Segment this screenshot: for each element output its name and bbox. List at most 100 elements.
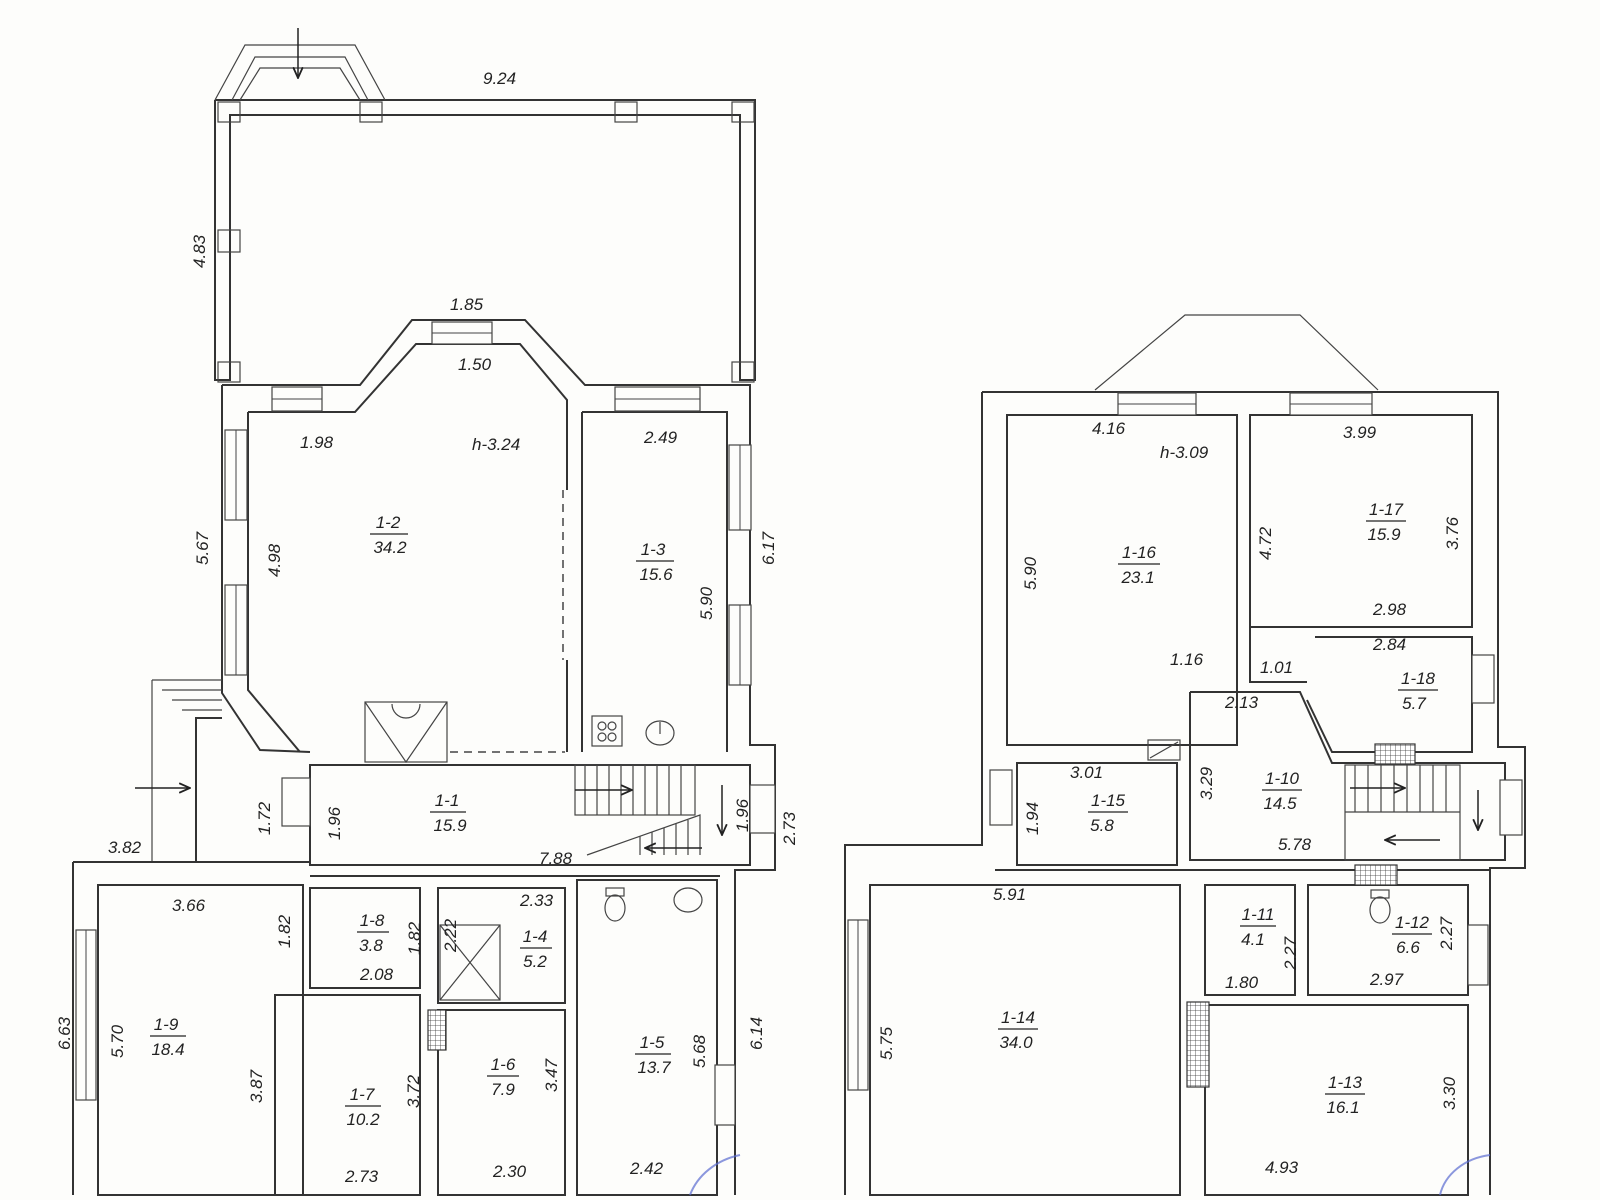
- dim-r113-height: 3.30: [1440, 1076, 1459, 1110]
- svg-text:1-5: 1-5: [640, 1033, 665, 1052]
- dim-r113-bottom: 4.93: [1265, 1158, 1299, 1177]
- dim-r115-width: 3.01: [1070, 763, 1103, 782]
- dim-porch: 3.82: [108, 838, 142, 857]
- room-1-4: 1-45.2: [520, 927, 552, 971]
- dim-r16-bottom: 2.30: [492, 1162, 527, 1181]
- svg-text:1-15: 1-15: [1091, 791, 1126, 810]
- shaft: [439, 924, 501, 1001]
- dim-r110-bottom: 5.78: [1278, 835, 1312, 854]
- dim-r112-bottom: 2.97: [1369, 970, 1404, 989]
- toilet-icon: [604, 894, 626, 922]
- dim-r17-right: 3.72: [404, 1074, 423, 1108]
- svg-text:1-12: 1-12: [1395, 913, 1430, 932]
- dim-r19-width: 3.66: [172, 896, 206, 915]
- left-windows: [75, 321, 776, 1126]
- svg-text:18.4: 18.4: [151, 1040, 184, 1059]
- dim-r117-bottom: 2.98: [1372, 600, 1407, 619]
- dim-r111-height: 2.27: [1281, 936, 1300, 971]
- dim-r13-height: 5.90: [697, 586, 716, 620]
- svg-text:34.0: 34.0: [999, 1033, 1033, 1052]
- dim-r111-bottom: 1.80: [1225, 973, 1259, 992]
- right-ceiling-height: h-3.09: [1160, 443, 1209, 462]
- svg-text:1-9: 1-9: [154, 1015, 179, 1034]
- svg-text:23.1: 23.1: [1120, 568, 1154, 587]
- dim-r18-right: 1.82: [405, 921, 424, 955]
- dim-bay-inner: 1.50: [458, 355, 492, 374]
- dim-r19-inner: 5.70: [108, 1024, 127, 1058]
- dim-top-width: 9.24: [483, 69, 516, 88]
- room-1-5: 1-5 13.7: [635, 1033, 671, 1077]
- room-1-13: 1-13 16.1: [1325, 1073, 1365, 1117]
- svg-text:16.1: 16.1: [1326, 1098, 1359, 1117]
- dim-stair-height: 1.96: [733, 798, 752, 832]
- room-1-16: 1-16 23.1: [1118, 543, 1160, 587]
- svg-text:4.1: 4.1: [1241, 930, 1265, 949]
- left-ceiling-height: h-3.24: [472, 435, 520, 454]
- dim-bay-outer: 1.85: [450, 295, 484, 314]
- dim-outer-right: 6.14: [747, 1017, 766, 1050]
- left-room-labels: 1-234.2 1-315.6 1-115.9 1-83.8 1-45.2 1-…: [150, 513, 674, 1129]
- svg-text:15.9: 15.9: [433, 816, 467, 835]
- svg-text:5.7: 5.7: [1402, 694, 1426, 713]
- dim-r12-inner: 4.98: [265, 543, 284, 577]
- svg-text:1-7: 1-7: [350, 1085, 375, 1104]
- dim-r14-height: 2.22: [441, 918, 460, 953]
- stamp-right: [1439, 1154, 1491, 1196]
- left-dimensions: 9.24 4.83 1.85 1.50 1.98 h-3.24 2.49 5.6…: [55, 69, 799, 1186]
- staircase: [574, 764, 722, 856]
- right-plan: [844, 314, 1526, 1196]
- dim-r117-left: 4.72: [1256, 526, 1275, 560]
- dim-r112-height: 2.27: [1437, 916, 1456, 951]
- room-1-2: 1-234.2: [370, 513, 408, 557]
- svg-text:13.7: 13.7: [637, 1058, 671, 1077]
- dim-r116-height: 5.90: [1021, 556, 1040, 590]
- left-fixtures: [364, 701, 722, 1051]
- svg-text:1-3: 1-3: [641, 540, 666, 559]
- right-fixtures: [1147, 739, 1478, 1088]
- dim-r17-bottom: 2.73: [344, 1167, 379, 1186]
- svg-text:1-10: 1-10: [1265, 769, 1300, 788]
- right-walls: [844, 314, 1526, 1196]
- dim-r18-left: 1.82: [275, 914, 294, 948]
- dim-r115-height: 1.94: [1023, 802, 1042, 835]
- svg-text:1-2: 1-2: [376, 513, 401, 532]
- svg-text:1-14: 1-14: [1001, 1008, 1035, 1027]
- stamp: [689, 1154, 741, 1196]
- room-1-9: 1-9 18.4: [150, 1015, 186, 1059]
- dim-r117-width: 3.99: [1343, 423, 1377, 442]
- staircase-right: [1344, 764, 1478, 861]
- svg-text:1-8: 1-8: [360, 911, 385, 930]
- svg-text:5.8: 5.8: [1090, 816, 1114, 835]
- room-1-1: 1-1 15.9: [430, 791, 467, 835]
- svg-text:1-16: 1-16: [1122, 543, 1157, 562]
- room-1-3: 1-315.6: [636, 540, 674, 584]
- svg-text:7.9: 7.9: [491, 1080, 515, 1099]
- right-windows: [847, 392, 1523, 1091]
- dim-r14-width: 2.33: [519, 891, 554, 910]
- dim-r13-width: 2.49: [643, 428, 678, 447]
- left-plan: [72, 28, 776, 1196]
- stove-icon: [591, 715, 623, 747]
- washbasin-icon: [673, 887, 703, 913]
- svg-text:1-1: 1-1: [435, 791, 460, 810]
- dim-r114-width: 5.91: [993, 885, 1026, 904]
- dim-right-wall: 6.17: [759, 531, 778, 565]
- dim-r19-outer: 6.63: [55, 1016, 74, 1050]
- room-1-14: 1-14 34.0: [998, 1008, 1038, 1052]
- svg-text:1-17: 1-17: [1369, 500, 1404, 519]
- room-1-11: 1-11 4.1: [1240, 905, 1276, 949]
- room-1-6: 1-67.9: [487, 1055, 519, 1099]
- svg-text:1-6: 1-6: [491, 1055, 516, 1074]
- dim-r110-width-top: 2.13: [1224, 693, 1259, 712]
- svg-text:1-11: 1-11: [1242, 905, 1275, 924]
- dim-r19-right: 3.87: [247, 1069, 266, 1103]
- svg-text:6.6: 6.6: [1396, 938, 1420, 957]
- room-1-18: 1-18 5.7: [1398, 669, 1438, 713]
- dim-r12-width: 1.98: [300, 433, 334, 452]
- svg-text:1-13: 1-13: [1328, 1073, 1363, 1092]
- dim-r116-width: 4.16: [1092, 419, 1126, 438]
- svg-text:1-18: 1-18: [1401, 669, 1436, 688]
- svg-text:5.2: 5.2: [523, 952, 547, 971]
